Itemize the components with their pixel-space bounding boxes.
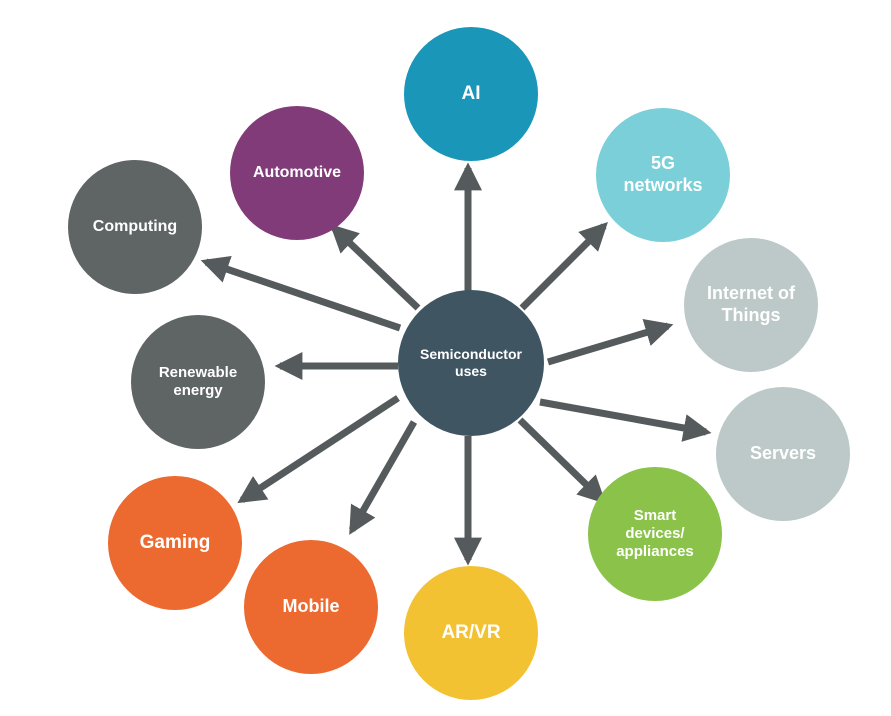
arrow-to-iot <box>546 319 674 366</box>
node-computing: Computing <box>68 160 202 294</box>
arrow-to-gaming <box>237 395 400 504</box>
hub-node-semiconductor-uses: Semiconductor uses <box>398 290 544 436</box>
arrow-to-smart <box>517 417 607 504</box>
node-gaming-label: Gaming <box>139 531 211 553</box>
arrow-to-computing <box>200 255 402 332</box>
node-ai: AI <box>404 27 538 161</box>
node-automotive-label: Automotive <box>253 164 341 182</box>
node-ai-label: AI <box>461 82 481 104</box>
node-renewable-energy-label: Renewable energy <box>158 364 238 399</box>
node-smart-devices-label: Smart devices/ appliances <box>616 507 694 560</box>
node-mobile: Mobile <box>244 540 378 674</box>
node-ar-vr: AR/VR <box>404 566 538 700</box>
node-servers-label: Servers <box>749 443 817 464</box>
node-computing-label: Computing <box>92 218 178 236</box>
node-5g-networks-label: 5G networks <box>623 153 703 195</box>
node-servers: Servers <box>716 387 850 521</box>
arrow-to-mobile <box>348 420 418 535</box>
hub-label: Semiconductor uses <box>420 346 522 379</box>
node-automotive: Automotive <box>230 106 364 240</box>
node-mobile-label: Mobile <box>282 596 340 617</box>
node-smart-devices-appliances: Smart devices/ appliances <box>588 467 722 601</box>
arrow-to-auto <box>329 224 421 311</box>
arrow-to-servers <box>539 398 712 442</box>
node-gaming: Gaming <box>108 476 242 610</box>
node-ar-vr-label: AR/VR <box>441 621 501 643</box>
node-renewable-energy: Renewable energy <box>131 315 265 449</box>
node-internet-of-things-label: Internet of Things <box>707 283 795 325</box>
node-internet-of-things: Internet of Things <box>684 238 818 372</box>
arrow-to-5g <box>519 222 608 311</box>
node-5g-networks: 5G networks <box>596 108 730 242</box>
